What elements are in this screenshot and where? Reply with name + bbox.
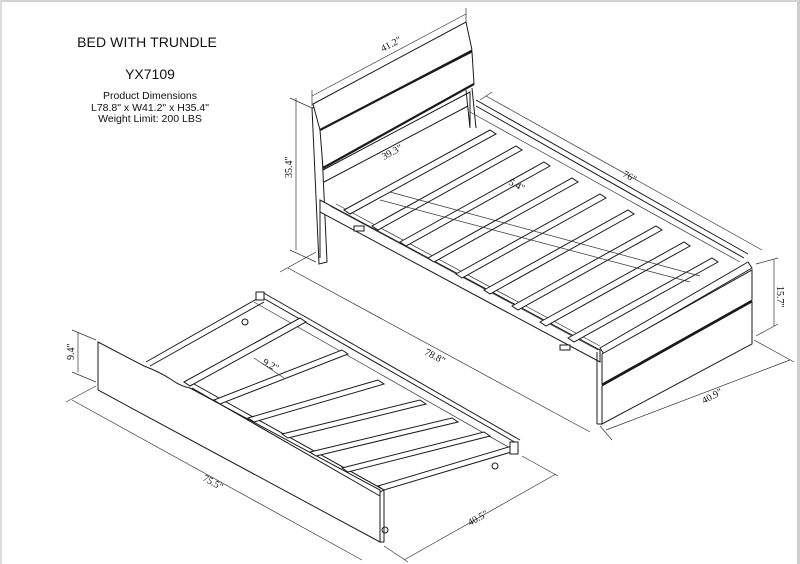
headboard-panel-upper [312, 21, 473, 131]
info-weight: Weight Limit: 200 LBS [98, 113, 202, 125]
footboard-upper [601, 269, 753, 385]
dim-trundle-width: 40.5" [466, 509, 490, 529]
trundle [97, 291, 521, 543]
dim-footboard-height: 15.7" [774, 286, 785, 308]
dim-height: 35.4" [284, 156, 295, 178]
title-block: BED WITH TRUNDLE YX7109 Product Dimensio… [40, 34, 260, 126]
dim-footboard-width: 40.9" [700, 387, 724, 407]
caster-icon [491, 462, 499, 470]
footboard-top [599, 261, 753, 355]
caster-icon [381, 526, 389, 534]
bed-slats [343, 129, 719, 343]
dim-headboard-width: 41.2" [379, 35, 403, 55]
dim-inner-width: 39.3" [380, 143, 404, 163]
product-title: BED WITH TRUNDLE [77, 34, 217, 50]
dim-trundle-height: 9.4" [66, 343, 77, 360]
info-heading: Product Dimensions [103, 90, 197, 102]
model-number: YX7109 [125, 66, 175, 82]
dim-trundle-length: 75.5" [201, 473, 225, 493]
main-bed [311, 21, 753, 425]
caster-icon [241, 318, 249, 326]
trundle-front-panel [97, 341, 381, 543]
dim-overall-length: 78.8" [423, 347, 447, 367]
info-dimensions: L78.8" x W41.2" x H35.4" [91, 101, 209, 114]
product-info: Product Dimensions L78.8" x W41.2" x H35… [40, 90, 260, 126]
trundle-slats [183, 317, 520, 491]
dim-trundle-slat-gap: 9.2" [261, 357, 281, 375]
side-rail-left [319, 199, 601, 363]
